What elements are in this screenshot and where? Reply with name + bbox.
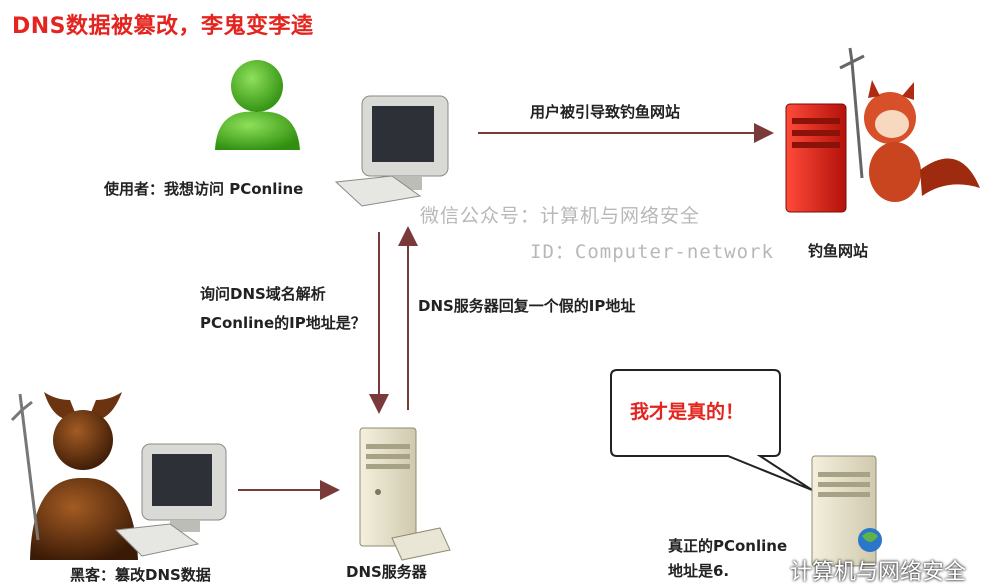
redirect-label: 用户被引导致钓鱼网站	[530, 103, 681, 121]
real-server-label-line2: 地址是6.	[668, 562, 730, 580]
hacker-icon	[10, 392, 138, 560]
bottom-watermark: 计算机与网络安全	[790, 560, 967, 585]
real-server-label-line1: 真正的PConline	[668, 537, 788, 555]
hacker-computer-icon	[114, 443, 227, 557]
watermark-line1: 微信公众号：计算机与网络安全	[420, 205, 701, 227]
real-claim-text: 我才是真的！	[630, 401, 745, 423]
user-label: 使用者：我想访问 PConline	[104, 180, 304, 198]
phishing-server-icon	[785, 103, 847, 213]
diagram-title: DNS数据被篡改，李鬼变李逵	[12, 14, 314, 39]
hacker-label: 黑客：篡改DNS数据	[70, 566, 211, 584]
dns-server-label: DNS服务器	[346, 563, 427, 581]
user-icon	[215, 60, 300, 150]
speech-bubble	[610, 369, 813, 491]
phishing-devil-icon	[839, 47, 980, 202]
dns-server-icon	[359, 427, 451, 561]
phishing-site-label: 钓鱼网站	[808, 242, 869, 260]
watermark-line2: ID：Computer-network	[530, 241, 774, 263]
user-computer-icon	[334, 95, 449, 207]
query-label-line1: 询问DNS域名解析	[200, 285, 326, 303]
real-server-icon	[811, 455, 882, 567]
reply-label: DNS服务器回复一个假的IP地址	[418, 297, 636, 315]
query-label-line2: PConline的IP地址是？	[200, 314, 366, 332]
